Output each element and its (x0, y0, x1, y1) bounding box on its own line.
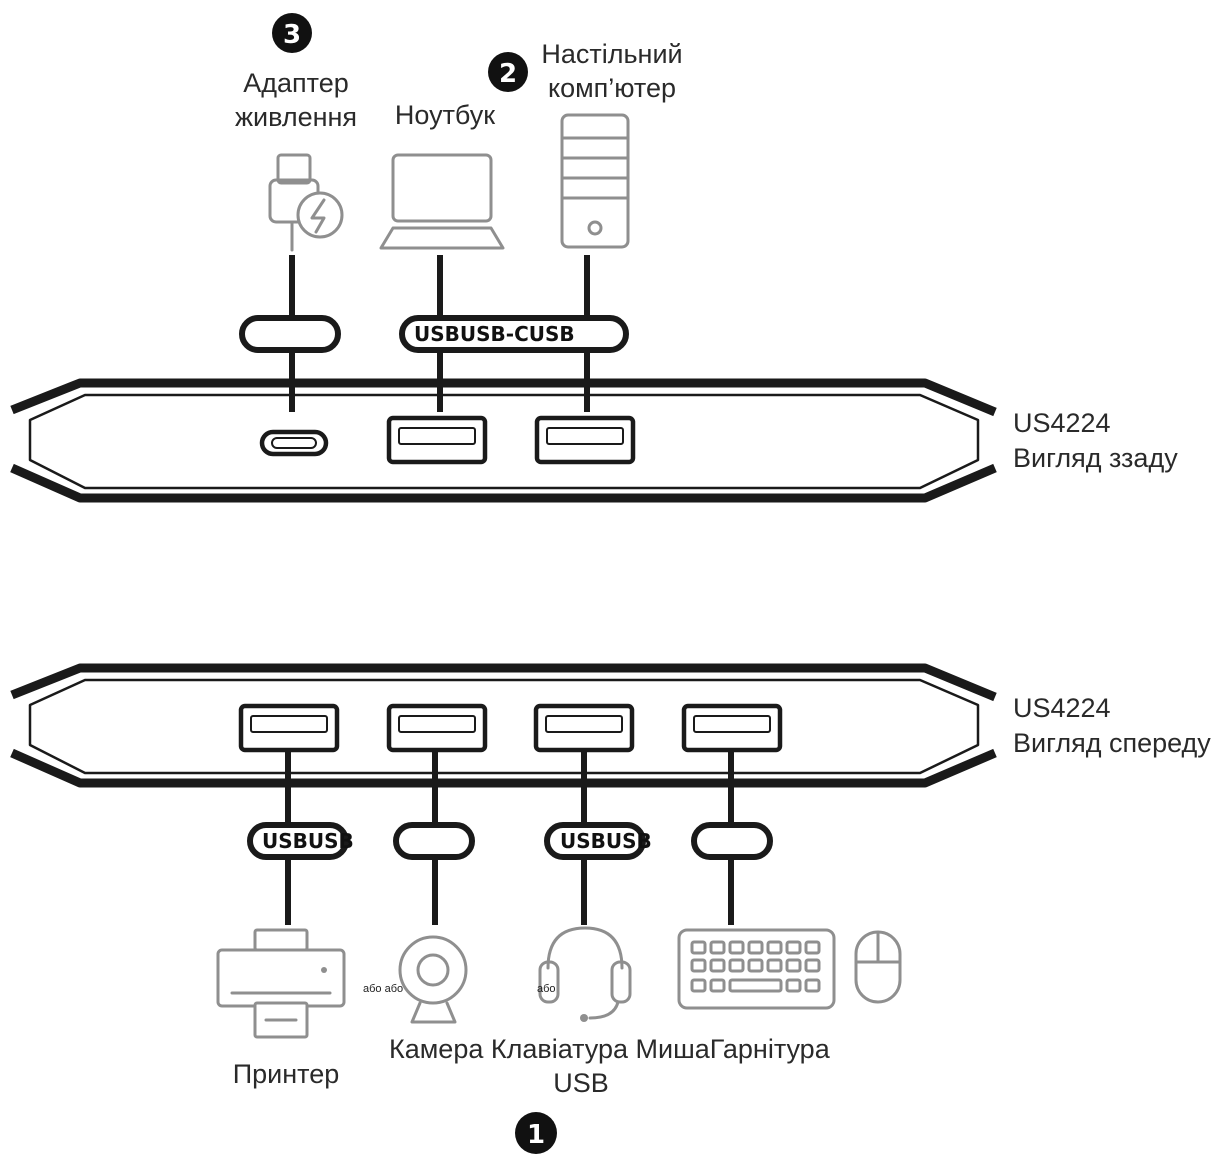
headset-cable-connector (544, 822, 646, 860)
front-view: USBUSB USBUSB (10, 663, 1211, 1154)
power-label-line1: Адаптер (243, 68, 349, 98)
desktop-tower-icon (560, 113, 630, 249)
camera-cable-connector (393, 822, 475, 860)
power-cable-connector (239, 315, 341, 353)
usb-a-port-icon (386, 703, 488, 753)
laptop-label: Ноутбук (395, 100, 495, 130)
port3-cable-label: USBUSB (560, 829, 652, 853)
keyboard-key (709, 958, 726, 973)
usb-a-port-icon (534, 415, 636, 465)
computer-cable-connector (399, 315, 629, 353)
webcam-icon (398, 935, 468, 1024)
desktop-label-line1: Настільний (541, 39, 682, 69)
or-label-headset: або (537, 983, 556, 995)
usb-a-port-icon (238, 703, 340, 753)
keyboard-key (747, 958, 764, 973)
power-adapter-icon (268, 153, 344, 252)
mouse-icon (854, 930, 902, 1004)
rear-view: USBUSB-CUSB 3 Адаптер живлення Ноутбук (10, 13, 1178, 503)
headset-icon (538, 926, 632, 1022)
rear-model-label: US4224 (1013, 408, 1111, 438)
printer-cable-connector (247, 822, 349, 860)
hub-rear-body (10, 378, 997, 503)
usb-a-port-icon (533, 703, 635, 753)
keyboard-key (785, 940, 802, 955)
svg-text:2: 2 (499, 59, 517, 89)
keyboard-key (766, 940, 783, 955)
step-2-badge: 2 (488, 52, 528, 92)
desktop-label-line2: комп’ютер (548, 73, 676, 103)
keyboard-key (690, 940, 707, 955)
keyboard-key (728, 940, 745, 955)
step-3-badge: 3 (272, 13, 312, 53)
usb-a-port-icon (386, 415, 488, 465)
keyboard-key (747, 940, 764, 955)
devices-label-line2: USB (553, 1068, 609, 1098)
front-model-label: US4224 (1013, 693, 1111, 723)
printer-label: Принтер (233, 1059, 340, 1089)
keyboard-key (766, 958, 783, 973)
usb-c-port-icon (259, 429, 329, 457)
keyboard-key (690, 958, 707, 973)
usb-a-port-icon (681, 703, 783, 753)
power-label-line2: живлення (235, 102, 357, 132)
keyboard-key (709, 978, 726, 993)
port1-cable-label: USBUSB (262, 829, 354, 853)
keyboard-key (728, 958, 745, 973)
svg-text:1: 1 (527, 1120, 545, 1150)
keyboard-key (804, 940, 821, 955)
keyboard-key (709, 940, 726, 955)
svg-text:3: 3 (283, 20, 301, 50)
front-view-label: Вигляд спереду (1013, 728, 1211, 758)
keyboard-key (785, 978, 802, 993)
rear-view-label: Вигляд ззаду (1013, 443, 1178, 473)
laptop-cable-label: USBUSB-CUSB (414, 322, 575, 346)
laptop-icon (379, 153, 505, 250)
or-label-printer-camera: або або (363, 983, 403, 995)
step-1-badge: 1 (515, 1112, 557, 1154)
devices-label-line1: Камера Клавіатура МишаГарнітура (389, 1034, 831, 1064)
keyboard-key (728, 978, 783, 993)
keyboard-icon (677, 928, 836, 1010)
keyboard-key (804, 978, 821, 993)
keyboard-key (690, 978, 707, 993)
keyboard-key (785, 958, 802, 973)
hub-front-body (10, 663, 997, 788)
front-cables (285, 740, 734, 925)
printer-icon (216, 928, 346, 1039)
keyboard-key (804, 958, 821, 973)
keyboard-cable-connector (691, 822, 773, 860)
